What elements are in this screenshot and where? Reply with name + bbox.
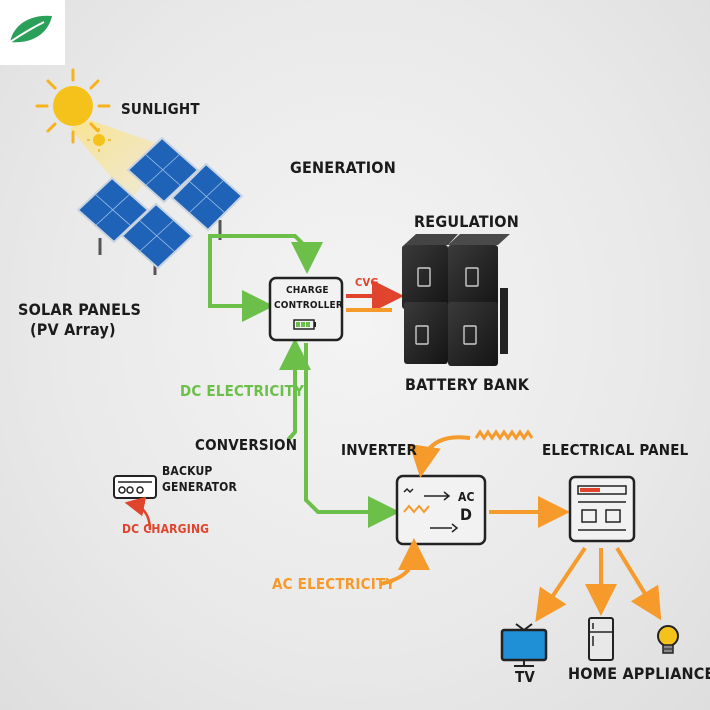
generator-label: GENERATOR [162,480,238,494]
pv-array-label: (PV Array) [30,320,116,339]
conversion-label: CONVERSION [195,436,298,454]
sunlight-label: SUNLIGHT [121,100,200,118]
generator-icon [113,475,157,499]
ac-wave [474,429,534,441]
tv-label: TV [515,668,536,686]
green-arrow-left [208,258,274,322]
orange-arrow-ac-up [379,538,430,586]
inverter-wave-icon [403,487,459,533]
inverter-ac-label: AC [458,490,475,504]
solar-panel-icon [76,136,244,275]
orange-arrow-into-inverter [409,435,471,478]
solar-panels-label: SOLAR PANELS [18,300,142,319]
logo-badge [0,0,65,65]
dc-charging-label: DC CHARGING [122,522,210,536]
battery-icon [402,234,510,366]
light-bulb-icon [657,625,679,654]
cvg-label: CVG [355,276,379,289]
fridge-icon [588,617,614,661]
controller-battery-icon [293,319,316,330]
small-sun-icon [87,128,111,152]
ac-electricity-label: AC ELECTRICITY [272,575,396,593]
leaf-logo-icon [9,15,52,43]
inverter-label: INVERTER [341,441,418,459]
green-arrow-dc-up [279,338,311,442]
green-arrow-to-inverter [304,343,400,528]
dc-electricity-label: DC ELECTRICITY [180,382,305,400]
red-arrow-dc-charging [124,496,152,531]
inverter-box [395,474,487,546]
generation-label: GENERATION [290,158,396,177]
tv-icon [500,623,548,667]
charge-controller-box [268,276,344,342]
home-appliances-label: HOME APPLIANCES [568,664,710,683]
inverter-d-label: D [460,505,473,524]
orange-arrow-to-bulb [615,546,662,621]
orange-arrow-to-tv [535,546,587,622]
electrical-panel-icon [568,475,636,543]
backup-label: BACKUP [162,464,213,478]
electrical-panel-label: ELECTRICAL PANEL [542,441,689,459]
charge-label: CHARGE [286,285,329,296]
sun-icon [35,68,111,144]
regulation-label: REGULATION [414,212,519,231]
battery-bank-label: BATTERY BANK [405,375,530,394]
green-arrow-top [208,234,323,274]
controller-label: CONTROLLER [274,300,344,311]
